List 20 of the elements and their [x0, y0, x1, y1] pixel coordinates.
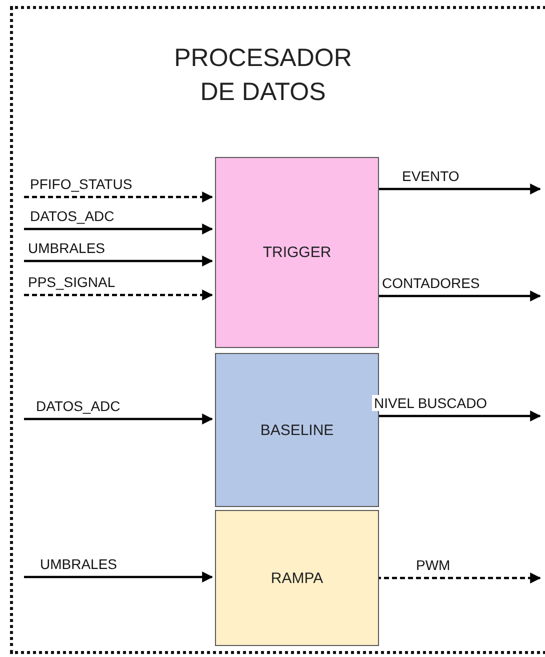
arrow [24, 192, 214, 202]
signal-label: PPS_SIGNAL [26, 274, 118, 290]
signal-label: EVENTO [400, 168, 462, 184]
arrow [24, 224, 214, 234]
signal-label: UMBRALES [26, 240, 108, 256]
signal-label: CONTADORES [380, 275, 482, 291]
arrow [24, 414, 214, 424]
processor-frame [10, 6, 545, 654]
arrow [24, 256, 214, 266]
signal-label: PWM [414, 557, 452, 573]
signal-label: DATOS_ADC [34, 398, 122, 414]
signal-label: DATOS_ADC [28, 208, 116, 224]
signal-label: NIVEL BUSCADO [372, 395, 490, 411]
arrow [24, 290, 214, 300]
frame-title: PROCESADOR DE DATOS [173, 43, 353, 108]
signal-label: PFIFO_STATUS [28, 176, 134, 192]
module-box: TRIGGER [215, 157, 379, 348]
signal-label: UMBRALES [38, 556, 120, 572]
arrow [24, 572, 214, 582]
module-box: RAMPA [215, 510, 379, 646]
